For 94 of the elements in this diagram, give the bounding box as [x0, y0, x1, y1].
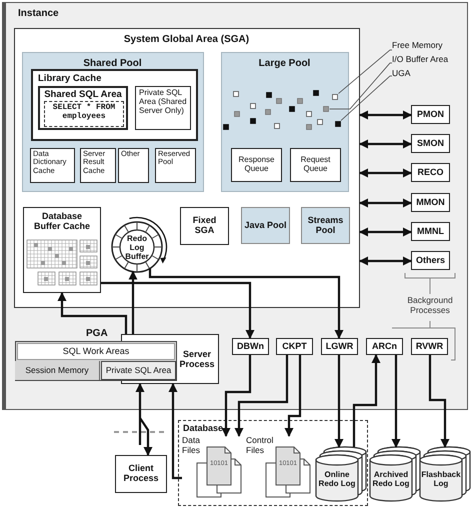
box-label: LGWR	[324, 340, 354, 353]
box-label: Shared Pool	[82, 58, 143, 70]
memory-box	[118, 148, 149, 183]
box-label: Online Redo Log	[318, 471, 356, 489]
sql-text: SELECT * FROM employees	[52, 104, 116, 122]
process-box	[411, 134, 450, 153]
arrow	[392, 355, 400, 448]
arrow	[168, 383, 182, 480]
session-memory-bar	[15, 361, 100, 380]
work-area-bar	[17, 343, 175, 360]
arrow	[359, 168, 412, 178]
process-box	[411, 105, 450, 124]
arrow	[359, 110, 412, 120]
box-label: Data Files	[182, 436, 201, 456]
sql-area-bar	[101, 361, 176, 380]
box-label: RECO	[416, 166, 444, 179]
memory-box	[135, 86, 191, 130]
box-label: Streams Pool	[306, 214, 344, 236]
box-label: Archived Redo Log	[372, 471, 410, 489]
memory-box	[290, 148, 341, 182]
leader-label: UGA	[392, 69, 412, 79]
box-label: SQL Work Areas	[62, 344, 130, 358]
process-box	[232, 338, 269, 355]
box-label: MMNL	[416, 224, 445, 238]
arrow	[352, 354, 380, 447]
pool-panel	[22, 52, 204, 192]
arrow	[359, 140, 412, 148]
sql-area-box	[38, 86, 128, 130]
box-label: PGA	[86, 328, 109, 340]
leader-label: I/O Buffer Area	[392, 55, 450, 65]
arrow	[234, 355, 288, 437]
box-label: Flashback Log	[420, 471, 462, 489]
arrow	[334, 355, 344, 448]
process-box	[411, 251, 450, 270]
arrow	[136, 383, 152, 456]
instance-frame	[2, 2, 468, 410]
box-label: MMON	[415, 196, 446, 209]
box-label: System Global Area (SGA)	[122, 34, 250, 46]
process-box	[411, 222, 450, 241]
process-box	[276, 338, 313, 355]
box-label: CKPT	[281, 340, 308, 353]
arrow	[222, 355, 252, 437]
memory-box	[80, 148, 116, 183]
box-label: RVWR	[414, 340, 444, 353]
process-box	[366, 338, 403, 355]
arrow	[359, 256, 412, 266]
process-box	[180, 207, 229, 245]
pool-box	[241, 207, 290, 244]
box-label: Private SQL Area (Shared Server Only)	[139, 89, 188, 116]
box-label: Session Memory	[24, 364, 90, 377]
box-label: Instance	[18, 8, 60, 20]
query-box	[44, 101, 124, 127]
memory-area-panel	[14, 28, 360, 308]
arrow	[128, 270, 138, 334]
box-label: Shared SQL Area	[43, 90, 123, 101]
box-label: Client Process	[122, 462, 160, 485]
box-label: Java Pool	[243, 218, 288, 232]
arrow	[58, 292, 128, 334]
arrow	[284, 355, 302, 437]
process-box	[411, 163, 450, 182]
box-label: SMON	[416, 136, 445, 150]
cache-panel	[31, 69, 198, 141]
box-label: Large Pool	[258, 58, 312, 70]
box-label: Control Files	[246, 436, 274, 456]
box-label: Fixed SGA	[192, 214, 218, 237]
group-label: Background Processes	[406, 296, 454, 316]
box-label: Redo Log Buffer	[124, 235, 150, 262]
arrow	[101, 282, 254, 339]
database-boundary	[178, 420, 368, 506]
arrow	[359, 228, 412, 236]
process-box	[115, 455, 167, 493]
box-label: Database	[183, 423, 224, 434]
memory-box	[30, 148, 75, 183]
arrow	[359, 198, 412, 208]
arrow	[428, 355, 450, 448]
process-box	[321, 338, 358, 355]
memory-box	[155, 148, 196, 183]
box-label: Request Queue	[300, 154, 332, 175]
box-label: Others	[414, 254, 446, 267]
pool-box	[301, 207, 350, 244]
box-label: DBWn	[236, 340, 265, 353]
leader-label: Free Memory	[392, 41, 444, 51]
memory-box	[231, 148, 282, 182]
box-label: Database Buffer Cache	[32, 211, 91, 232]
box-label: Library Cache	[38, 74, 102, 85]
box-label: PMON	[416, 108, 445, 121]
pool-panel	[221, 52, 349, 192]
process-box	[411, 193, 450, 212]
box-label: Response Queue	[237, 154, 276, 175]
box-label: Private SQL Area	[104, 364, 172, 377]
arrow	[148, 268, 344, 339]
box-label: Server Process	[178, 349, 216, 370]
box-label: ARCn	[371, 340, 398, 353]
process-box	[411, 338, 448, 355]
